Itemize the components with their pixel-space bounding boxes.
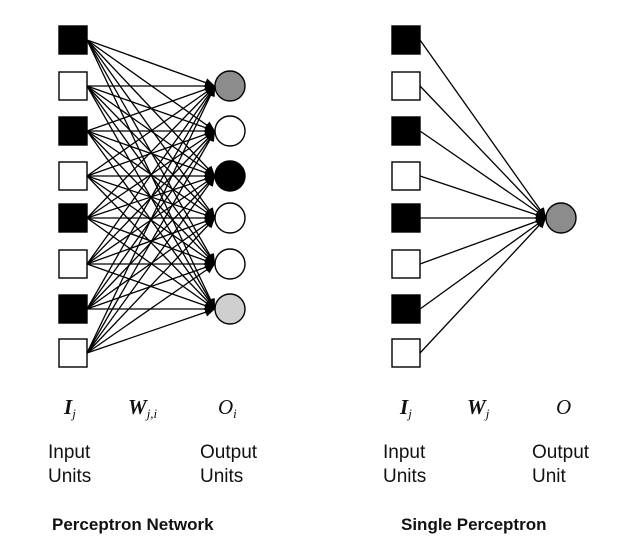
input-unit [391, 338, 421, 368]
arrowhead [205, 176, 215, 187]
output-unit [214, 115, 246, 147]
output-unit [214, 70, 246, 102]
arrowhead [535, 218, 546, 229]
single-caption: Single Perceptron [401, 515, 547, 534]
arrowhead [206, 131, 215, 142]
single-units [391, 25, 577, 368]
connection-line [86, 263, 216, 310]
network-units [58, 25, 246, 368]
input-unit [391, 203, 421, 233]
connection-line [86, 175, 216, 354]
connection-line [86, 130, 216, 354]
connection-line [86, 263, 216, 354]
connection-line [86, 85, 216, 219]
input-unit [58, 116, 88, 146]
arrowhead [204, 218, 215, 229]
input-unit [58, 294, 88, 324]
connection-line [86, 308, 216, 354]
network-connections [86, 39, 216, 354]
connection-line [86, 85, 216, 177]
connection-line [419, 39, 547, 219]
connection-line [419, 217, 547, 310]
network-output-symbol: Oi [218, 395, 237, 421]
network-caption: Perceptron Network [52, 515, 214, 534]
input-unit [391, 249, 421, 279]
connection-line [86, 217, 216, 354]
input-unit [391, 71, 421, 101]
input-unit [391, 116, 421, 146]
input-unit [58, 25, 88, 55]
single-output-symbol: O [556, 395, 572, 419]
output-unit [214, 202, 246, 234]
input-unit [58, 338, 88, 368]
connection-line [419, 217, 547, 354]
input-unit [391, 161, 421, 191]
connection-line [86, 85, 216, 354]
arrowhead [204, 264, 215, 274]
arrowhead [204, 307, 215, 317]
single-input-symbol: Ij [400, 395, 412, 421]
input-unit [391, 25, 421, 55]
single-weight-symbol: Wj [467, 395, 490, 421]
input-unit [58, 203, 88, 233]
single-connections [419, 39, 547, 354]
input-unit [58, 249, 88, 279]
connection-line [86, 85, 216, 132]
connection-line [419, 175, 547, 219]
connection-line [86, 39, 216, 87]
connection-line [419, 130, 547, 219]
input-unit [391, 294, 421, 324]
network-weight-symbol: Wj,i [128, 395, 158, 421]
connection-line [86, 85, 216, 310]
connection-line [419, 85, 547, 219]
connection-line [86, 130, 216, 177]
connection-line [419, 217, 547, 265]
arrowhead [206, 86, 215, 97]
output-unit [214, 248, 246, 280]
output-unit [545, 202, 577, 234]
output-unit [214, 293, 246, 325]
input-unit [58, 71, 88, 101]
input-unit [58, 161, 88, 191]
output-unit [214, 160, 246, 192]
network-input-symbol: Ij [64, 395, 76, 421]
connection-line [86, 85, 216, 265]
connection-line [86, 39, 216, 219]
